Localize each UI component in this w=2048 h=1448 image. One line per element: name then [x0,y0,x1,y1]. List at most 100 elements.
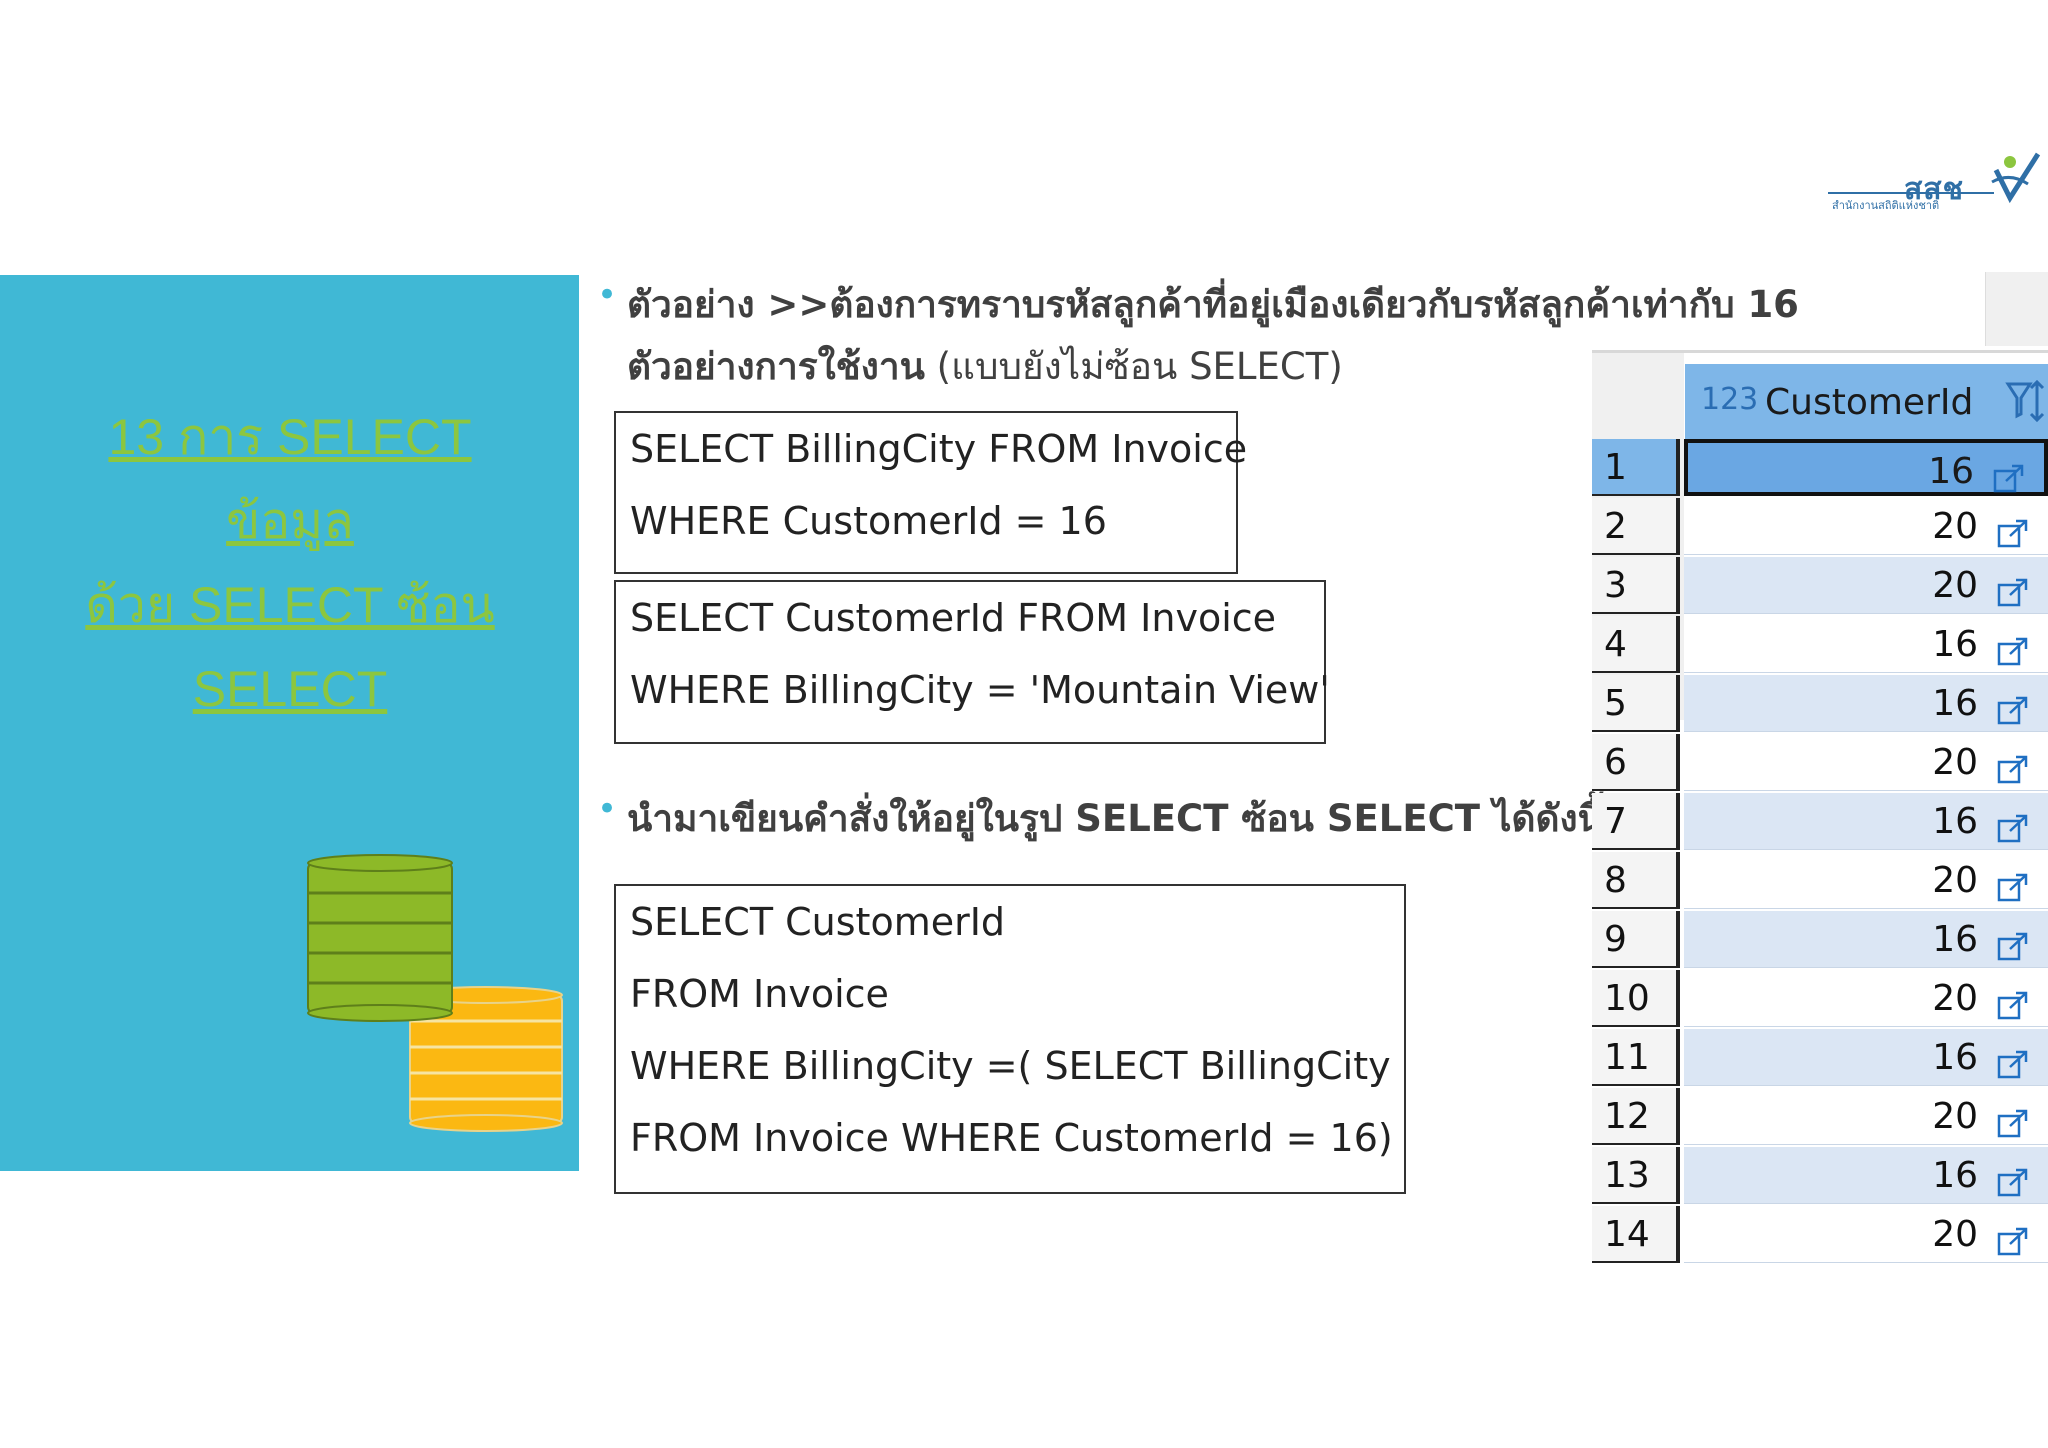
open-reference-icon[interactable] [1996,746,2030,803]
sql-query-box-2: SELECT CustomerId FROM Invoice WHERE Bil… [614,580,1330,744]
usage-line: ตัวอย่างการใช้งาน (แบบยังไม่ซ้อน SELECT) [627,337,1343,396]
title-line-1: 13 การ SELECT ข้อมูล [108,409,472,549]
numeric-type-icon: 123 [1701,382,1759,417]
customerid-cell[interactable]: 20 [1684,970,2048,1027]
bullet-dot-icon: • [597,275,618,315]
cell-value: 16 [1932,1037,1978,1078]
customerid-cell[interactable]: 20 [1684,1088,2048,1145]
table-row[interactable]: 4 16 [1592,616,2048,675]
sql-line: WHERE CustomerId = 16 [630,499,1107,543]
open-reference-icon[interactable] [1996,1041,2030,1098]
usage-label: ตัวอย่างการใช้งาน [627,345,925,388]
open-reference-icon[interactable] [1996,687,2030,744]
customerid-cell[interactable]: 16 [1684,439,2048,496]
sql-line: WHERE BillingCity =( SELECT BillingCity [630,1044,1391,1088]
table-row[interactable]: 13 16 [1592,1147,2048,1206]
open-reference-icon[interactable] [1996,805,2030,862]
logo-underline [1828,192,1994,194]
open-reference-icon[interactable] [1996,510,2030,567]
customerid-cell[interactable]: 20 [1684,734,2048,791]
cell-value: 20 [1932,742,1978,783]
cell-value: 20 [1932,1096,1978,1137]
row-number[interactable]: 11 [1592,1029,1680,1086]
customerid-cell[interactable]: 16 [1684,911,2048,968]
sql-nested-query-box: SELECT CustomerId FROM Invoice WHERE Bil… [614,884,1406,1194]
grid-toolbar [1985,272,2048,346]
open-reference-icon[interactable] [1996,923,2030,980]
nested-select-heading: นำมาเขียนคำสั่งให้อยู่ในรูป SELECT ซ้อน … [627,797,1603,840]
open-reference-icon[interactable] [1992,455,2026,512]
row-number[interactable]: 1 [1592,439,1680,496]
sql-line: FROM Invoice WHERE CustomerId = 16) [630,1116,1393,1160]
logo-mark-icon [1991,152,2041,204]
open-reference-icon[interactable] [1996,569,2030,626]
sql-query-box-1: SELECT BillingCity FROM Invoice WHERE Cu… [614,411,1247,574]
sql-line: SELECT CustomerId FROM Invoice [630,596,1277,640]
cell-value: 16 [1932,919,1978,960]
cell-value: 20 [1932,978,1978,1019]
customerid-cell[interactable]: 16 [1684,675,2048,732]
column-name: CustomerId [1765,382,1974,423]
open-reference-icon[interactable] [1996,1100,2030,1157]
logo-subtext: สำนักงานสถิติแห่งชาติ [1832,199,1940,212]
table-row[interactable]: 11 16 [1592,1029,2048,1088]
customerid-cell[interactable]: 16 [1684,793,2048,850]
row-number[interactable]: 2 [1592,498,1680,555]
table-row[interactable]: 12 20 [1592,1088,2048,1147]
bullet-dot-icon: • [597,789,618,829]
column-header-customerid[interactable]: 123 CustomerId [1685,364,2048,441]
table-row[interactable]: 14 20 [1592,1206,2048,1265]
sql-line: FROM Invoice [630,972,889,1016]
table-row[interactable]: 7 16 [1592,793,2048,852]
row-number[interactable]: 5 [1592,675,1680,732]
customerid-cell[interactable]: 16 [1684,1029,2048,1086]
cell-value: 16 [1932,624,1978,665]
customerid-cell[interactable]: 16 [1684,1147,2048,1204]
open-reference-icon[interactable] [1996,1218,2030,1275]
cell-value: 16 [1932,801,1978,842]
row-number[interactable]: 7 [1592,793,1680,850]
table-row[interactable]: 6 20 [1592,734,2048,793]
open-reference-icon[interactable] [1996,982,2030,1039]
customerid-cell[interactable]: 20 [1684,498,2048,555]
cell-value: 16 [1932,1155,1978,1196]
row-number[interactable]: 8 [1592,852,1680,909]
open-reference-icon[interactable] [1996,864,2030,921]
row-number[interactable]: 4 [1592,616,1680,673]
customerid-cell[interactable]: 20 [1684,852,2048,909]
slide-title-link[interactable]: 13 การ SELECT ข้อมูล ด้วย SELECT ซ้อน SE… [40,395,540,731]
row-number[interactable]: 13 [1592,1147,1680,1204]
open-reference-icon[interactable] [1996,628,2030,685]
open-reference-icon[interactable] [1996,1159,2030,1216]
customerid-cell[interactable]: 20 [1684,557,2048,614]
cell-value: 20 [1932,565,1978,606]
row-number[interactable]: 10 [1592,970,1680,1027]
row-number[interactable]: 9 [1592,911,1680,968]
row-number[interactable]: 3 [1592,557,1680,614]
usage-note: (แบบยังไม่ซ้อน SELECT) [924,345,1343,388]
title-line-2: ด้วย SELECT ซ้อน [85,577,495,633]
sql-line: SELECT BillingCity FROM Invoice [630,427,1248,471]
row-number[interactable]: 12 [1592,1088,1680,1145]
filter-sort-icon[interactable] [2005,380,2045,424]
table-row[interactable]: 10 20 [1592,970,2048,1029]
grid-divider [1592,350,2048,353]
row-number[interactable]: 14 [1592,1206,1680,1263]
row-number[interactable]: 6 [1592,734,1680,791]
cell-value: 20 [1932,1214,1978,1255]
sql-line: SELECT CustomerId [630,900,1006,944]
customerid-cell[interactable]: 16 [1684,616,2048,673]
example-heading: ตัวอย่าง >>ต้องการทราบรหัสลูกค้าที่อยู่เ… [627,283,1799,326]
sql-line: WHERE BillingCity = 'Mountain View' [630,668,1330,712]
table-row[interactable]: 3 20 [1592,557,2048,616]
title-panel: 13 การ SELECT ข้อมูล ด้วย SELECT ซ้อน SE… [0,275,579,1171]
title-line-3: SELECT [192,661,388,717]
logo-text: สสช [1904,172,1964,207]
customerid-cell[interactable]: 20 [1684,1206,2048,1263]
table-row[interactable]: 9 16 [1592,911,2048,970]
